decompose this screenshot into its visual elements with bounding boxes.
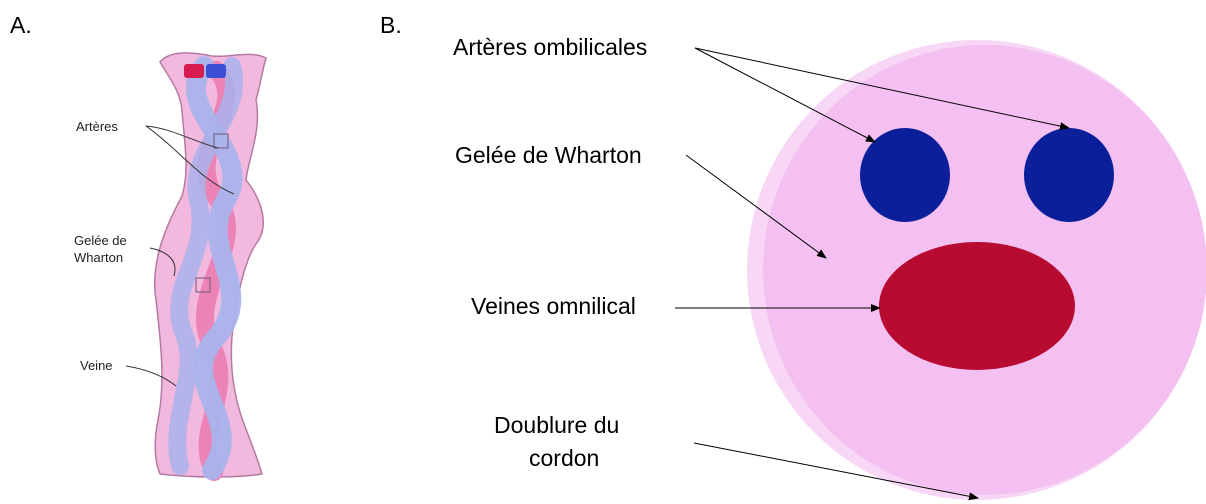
leader-arteres-2 bbox=[145, 125, 235, 195]
leader-gelee bbox=[149, 247, 176, 277]
label-gelee-line2: Wharton bbox=[74, 250, 123, 265]
panel-b-letter: B. bbox=[380, 12, 402, 38]
label-veine: Veine bbox=[80, 358, 113, 373]
label-doublure-line1: Doublure du bbox=[494, 412, 619, 438]
umbilical-vein bbox=[879, 242, 1075, 370]
leader-arteres bbox=[145, 125, 219, 149]
arrow-doublure bbox=[693, 442, 979, 501]
leader-veine bbox=[125, 365, 177, 387]
detail-square-2 bbox=[195, 277, 211, 293]
arrow-gelee bbox=[685, 154, 827, 259]
panel-a-letter: A. bbox=[10, 12, 32, 38]
label-gelee-wharton: Gelée de Wharton bbox=[455, 142, 642, 168]
arrow-arteres-right bbox=[694, 47, 1070, 131]
umbilical-cord-illustration bbox=[125, 52, 267, 481]
label-gelee-line1: Gelée de bbox=[74, 233, 127, 248]
vein-end bbox=[184, 64, 204, 78]
label-arteres: Artères bbox=[76, 119, 118, 134]
artery-right bbox=[1024, 128, 1114, 222]
detail-square-1 bbox=[213, 133, 229, 149]
label-arteres-ombilicales: Artères ombilicales bbox=[453, 34, 647, 60]
label-veines: Veines omnilical bbox=[471, 293, 636, 319]
artery-end bbox=[206, 64, 226, 78]
label-doublure-line2: cordon bbox=[529, 445, 599, 471]
arrow-arteres-left bbox=[694, 47, 876, 143]
artery-strand-2 bbox=[168, 57, 243, 475]
artery-left bbox=[860, 128, 950, 222]
